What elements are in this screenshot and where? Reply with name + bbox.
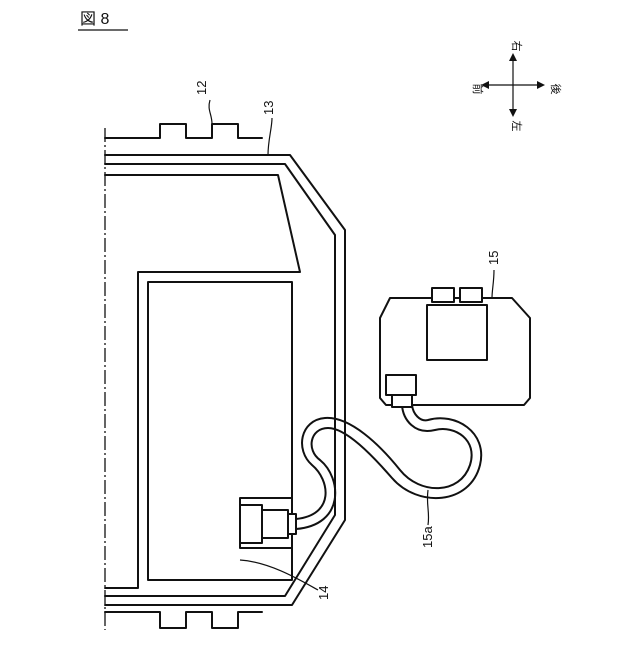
cable-15a <box>296 405 481 529</box>
direction-right-label: 後 <box>549 84 563 95</box>
label-15: 15 <box>486 251 501 265</box>
label-15a: 15a <box>420 526 435 548</box>
label-14: 14 <box>316 586 331 600</box>
label-13: 13 <box>261 101 276 115</box>
outer-housing <box>105 155 345 605</box>
direction-indicator: 右 左 前 後 <box>471 41 563 132</box>
unit-14 <box>148 282 296 580</box>
direction-left-label: 前 <box>471 84 485 95</box>
module-15 <box>380 288 530 407</box>
direction-down-label: 左 <box>510 121 523 132</box>
figure-title: 図 8 <box>80 11 109 28</box>
direction-up-label: 右 <box>510 41 524 52</box>
label-12: 12 <box>194 81 209 95</box>
frame-12 <box>105 124 262 628</box>
